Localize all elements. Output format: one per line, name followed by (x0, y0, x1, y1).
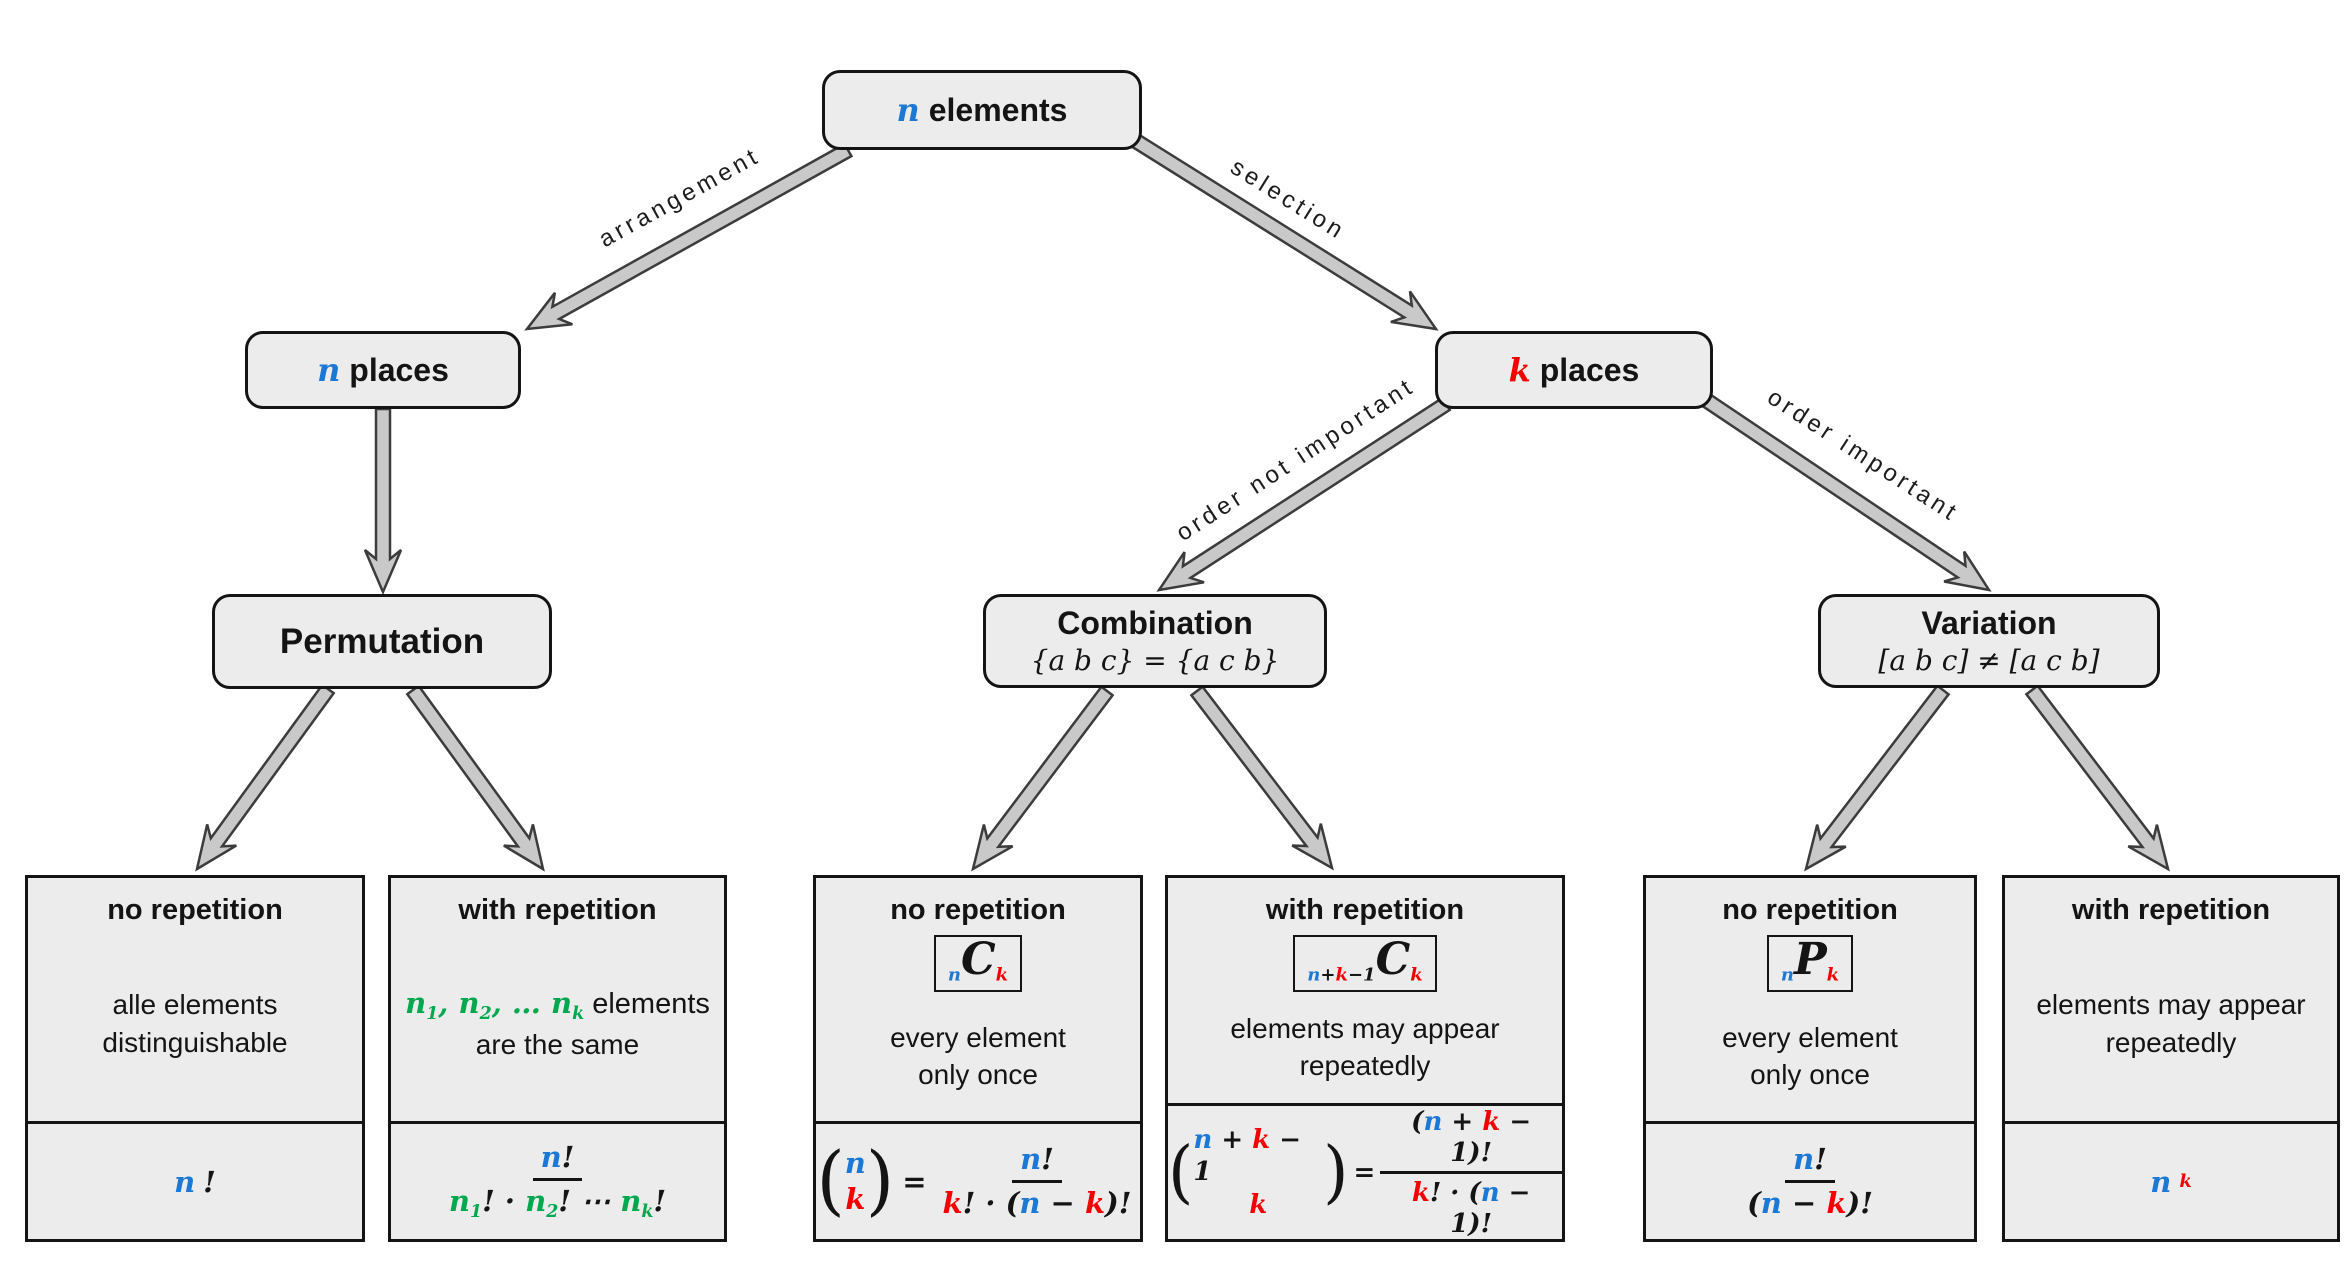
leaf-title: with repetition (1265, 894, 1465, 926)
node-permutation-title: Permutation (279, 621, 485, 661)
arrow-order-important (1700, 392, 1992, 592)
fraction: (n + k − 1)! k! · (n − 1)! (1380, 1106, 1562, 1239)
leaf-title: no repetition (107, 894, 283, 926)
arrow-permutation-norep (195, 683, 336, 872)
leaf-title: with repetition (458, 894, 657, 926)
fraction: n! (n − k)! (1747, 1142, 1873, 1220)
leaf-title: no repetition (1722, 894, 1898, 926)
node-combination: Combination {a b c} = {a c b} (983, 594, 1327, 688)
leaf-title: no repetition (890, 894, 1066, 926)
symbol-nCk: nCk (933, 935, 1023, 992)
arrow-nplaces-permutation (363, 407, 403, 596)
node-k-places: k places (1435, 331, 1713, 409)
math-k: k (1508, 351, 1531, 389)
formula-binomial-repetition: ( n + k − 1 k ) = (n + k − 1)! k! · (n −… (1168, 1106, 1562, 1239)
arrow-combination-norep (971, 685, 1115, 872)
formula-binomial: ( n k ) = n! k! · (n − k)! (817, 1142, 1140, 1221)
binomial-coefficient: ( n + k − 1 k ) (1168, 1125, 1349, 1220)
arrow-selection (1130, 133, 1439, 331)
node-n-places-label: n places (317, 351, 449, 389)
node-k-places-label: k places (1508, 351, 1640, 389)
leaf-permutation-no-repetition: no repetition alle elements distinguisha… (25, 875, 365, 1242)
math-n: n (317, 351, 341, 389)
leaf-variation-with-repetition: with repetition elements may appear repe… (2002, 875, 2340, 1242)
leaf-description: n1, n2, … nk elements are the same (405, 985, 710, 1061)
symbol-nPk: nPk (1766, 935, 1854, 992)
node-combination-title: Combination (1057, 605, 1253, 641)
arrow-permutation-withrep (405, 684, 545, 872)
node-variation-math: [a b c] ≠ [a c b] (1878, 644, 2100, 677)
leaf-combination-with-repetition: with repetition n+k−1Ck elements may app… (1165, 875, 1565, 1242)
leaf-formula-section: n! (n − k)! (1646, 1121, 1974, 1239)
node-combination-math: {a b c} = {a c b} (1030, 644, 1280, 677)
leaf-combination-no-repetition: no repetition nCk every element only onc… (813, 875, 1143, 1242)
leaf-formula-section: n! (28, 1121, 362, 1239)
leaf-formula-section: ( n k ) = n! k! · (n − k)! (816, 1121, 1140, 1239)
leaf-formula-section: ( n + k − 1 k ) = (n + k − 1)! k! · (n −… (1168, 1103, 1562, 1239)
symbol-n+k-1Ck: n+k−1Ck (1293, 935, 1437, 992)
formula-n-factorial: n! (174, 1164, 216, 1199)
leaf-formula-section: n! n1! · n2! ⋯ nk! (391, 1121, 724, 1239)
leaf-permutation-with-repetition: with repetition n1, n2, … nk elements ar… (388, 875, 727, 1242)
leaf-title: with repetition (2071, 894, 2271, 926)
node-variation: Variation [a b c] ≠ [a c b] (1818, 594, 2160, 688)
node-variation-title: Variation (1921, 605, 2057, 641)
formula-variation: n! (n − k)! (1739, 1142, 1881, 1221)
leaf-description: elements may appear repeatedly (2036, 989, 2306, 1058)
leaf-description: alle elements distinguishable (102, 989, 288, 1058)
arrow-arrangement (524, 142, 854, 331)
arrow-combination-withrep (1189, 685, 1334, 871)
node-permutation: Permutation (212, 594, 552, 689)
arrow-order-not-important (1156, 396, 1452, 592)
leaf-description: every element only once (890, 1021, 1066, 1091)
node-n-places: n places (245, 331, 521, 409)
arrow-variation-withrep (2024, 684, 2170, 872)
node-n-elements: n elements (822, 70, 1142, 150)
fraction: n! k! · (n − k)! (942, 1142, 1132, 1220)
fraction: n! n1! · n2! ⋯ nk! (448, 1140, 667, 1223)
leaf-description: elements may appear repeatedly (1230, 1012, 1500, 1082)
arrow-variation-norep (1804, 683, 1951, 872)
leaf-description: every element only once (1722, 1021, 1898, 1091)
node-n-elements-label: n elements (896, 91, 1068, 129)
math-n: n (896, 91, 920, 129)
formula-multinomial: n! n1! · n2! ⋯ nk! (441, 1140, 674, 1222)
binomial-coefficient: ( n k ) (816, 1136, 895, 1225)
leaf-variation-no-repetition: no repetition nPk every element only onc… (1643, 875, 1977, 1242)
